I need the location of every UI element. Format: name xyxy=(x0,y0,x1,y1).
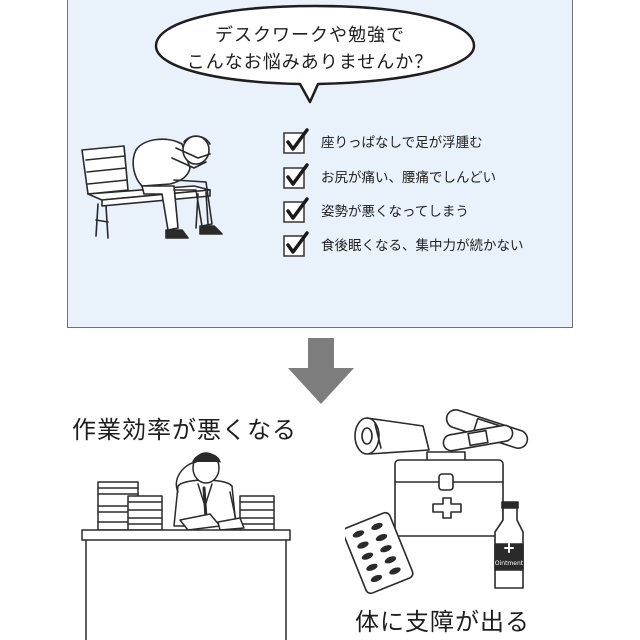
checklist-item: 姿勢が悪くなってしまう xyxy=(283,197,469,223)
speech-bubble-text: デスクワークや勉強で こんなお悩みありませんか？ xyxy=(150,22,470,76)
checklist-item-label: お尻が痛い、腰痛でしんどい xyxy=(321,170,497,186)
checklist-item-label: 姿勢が悪くなってしまう xyxy=(321,204,469,220)
first-aid-kit-icon xyxy=(394,451,504,537)
checkbox-checked-icon xyxy=(283,163,309,189)
checkbox-checked-icon xyxy=(283,197,309,223)
result-heading-work-efficiency: 作業効率が悪くなる xyxy=(72,416,297,444)
speech-bubble-line-1: デスクワークや勉強で xyxy=(215,25,405,46)
checklist-item: お尻が痛い、腰痛でしんどい xyxy=(283,163,496,189)
checkbox-checked-icon xyxy=(283,231,309,257)
checkbox-checked-icon xyxy=(283,128,309,154)
tired-man-on-bench-illustration xyxy=(81,135,223,239)
speech-bubble-line-2: こんなお悩みありませんか？ xyxy=(186,52,434,73)
adhesive-bandage-icon xyxy=(442,409,529,452)
down-arrow-icon xyxy=(288,338,354,404)
ointment-label: Ointment xyxy=(495,560,524,567)
pill-blister-pack-icon xyxy=(345,511,414,595)
checklist-item-label: 食後眠くなる、集中力が続かない xyxy=(321,238,524,254)
ointment-bottle-icon xyxy=(494,501,524,589)
checklist-item-label: 座りっぱなしで足が浮腫む xyxy=(321,135,483,151)
speech-bubble xyxy=(154,4,476,104)
overworked-man-at-desk-illustration xyxy=(81,452,291,640)
checklist-item: 食後眠くなる、集中力が続かない xyxy=(283,231,524,257)
medical-supplies-illustration: Ointment xyxy=(345,409,529,595)
result-heading-health-problems: 体に支障が出る xyxy=(355,608,530,636)
checklist-item: 座りっぱなしで足が浮腫む xyxy=(283,128,483,154)
bandage-roll-icon xyxy=(354,417,430,455)
